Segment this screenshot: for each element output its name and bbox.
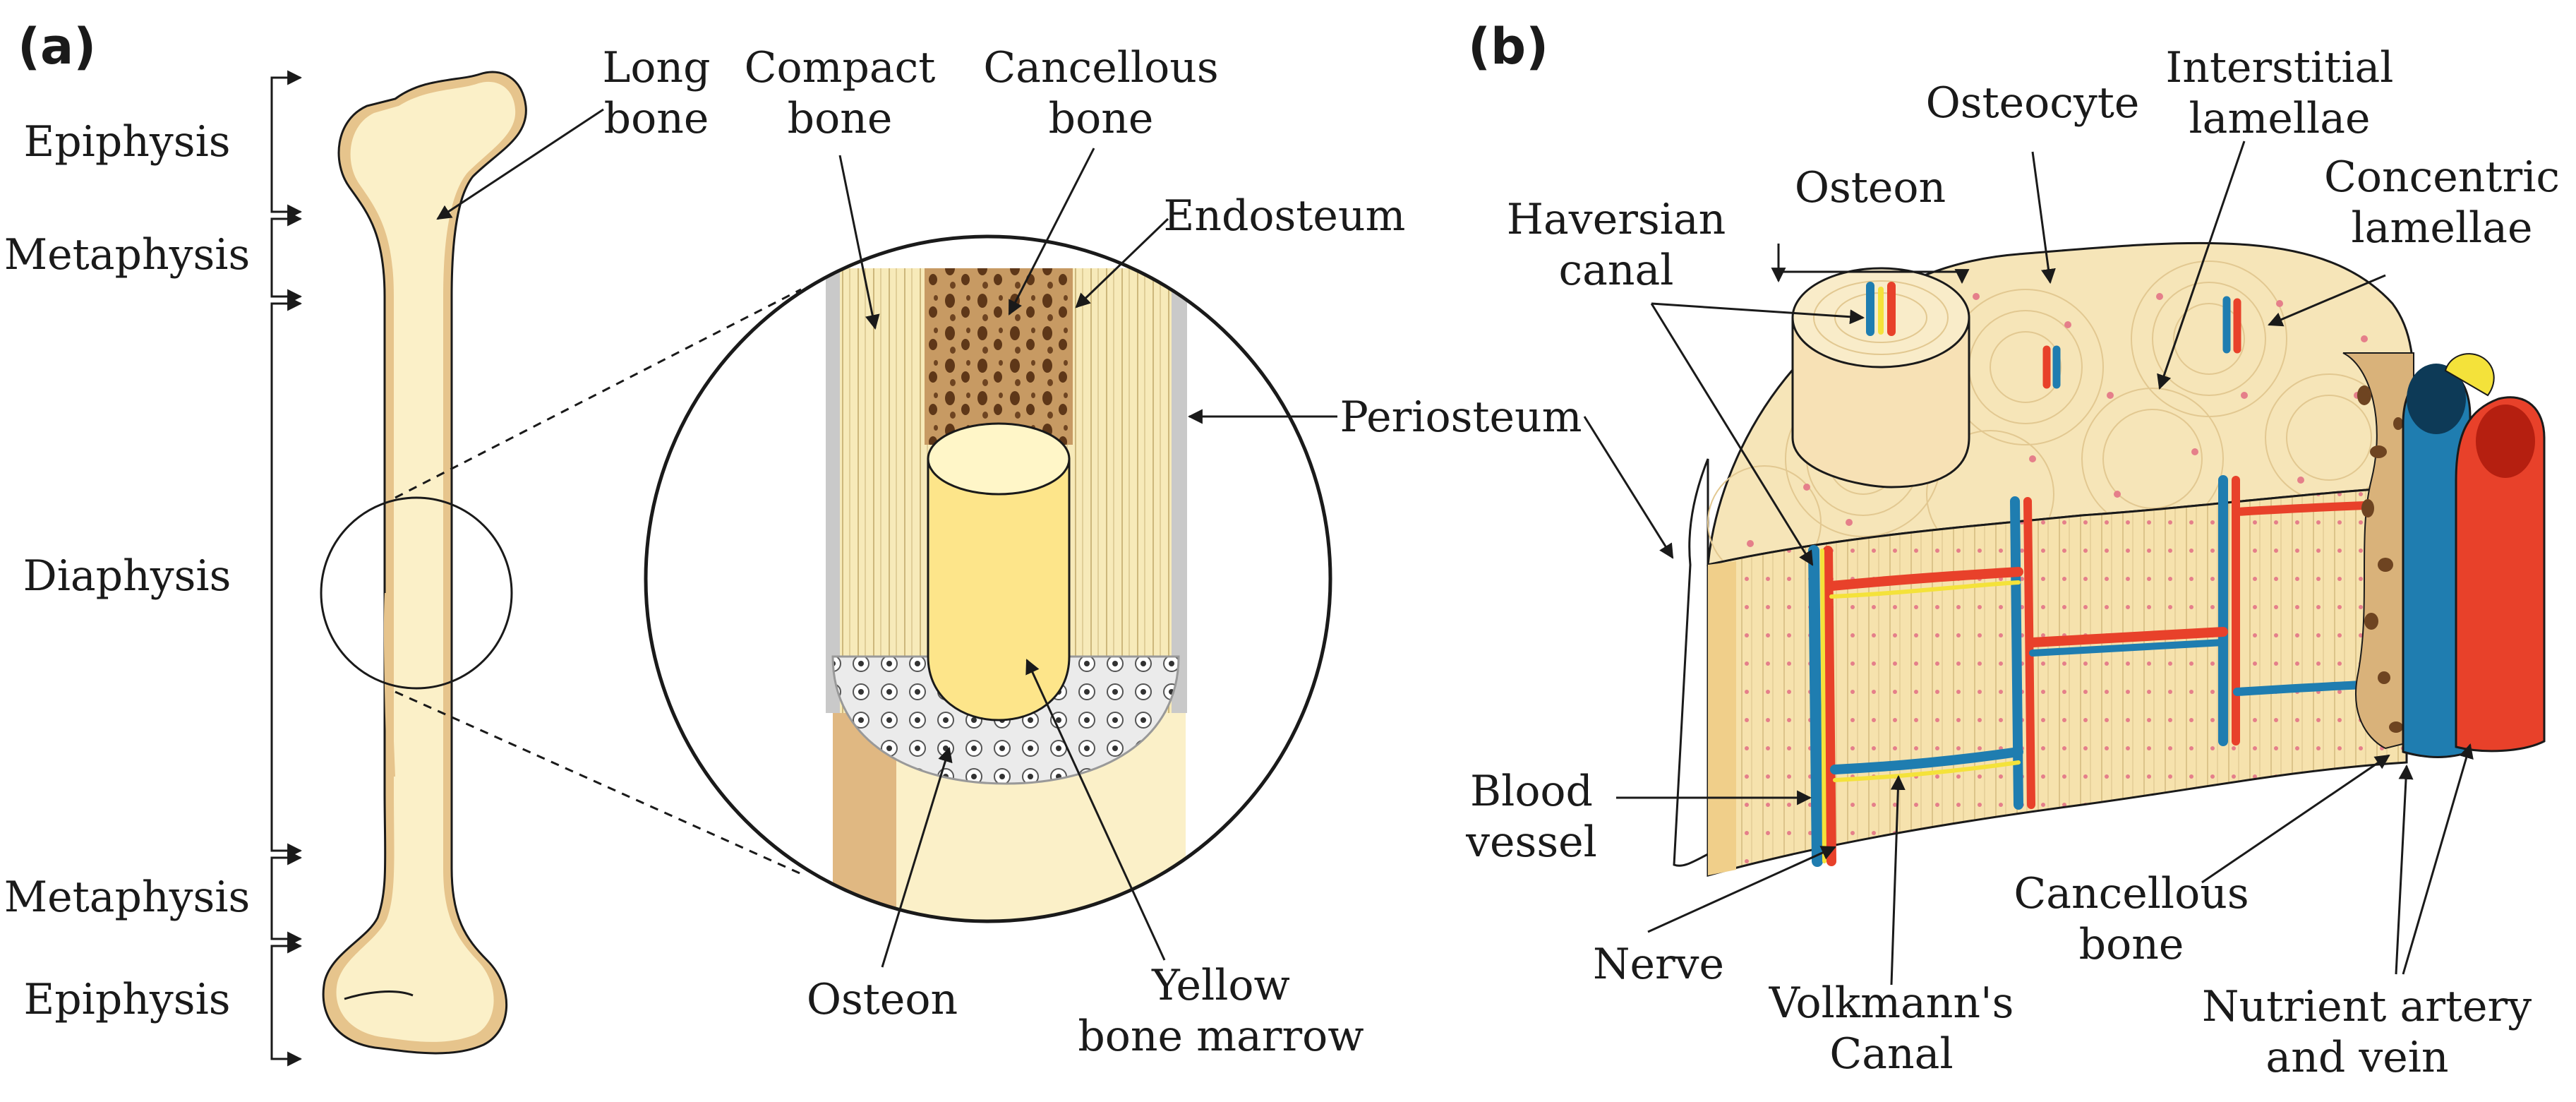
label-haversian-line1: Haversian	[1506, 195, 1726, 244]
label-compact-bone-line1: Compact	[744, 43, 936, 92]
label-blood-vessel: Blood vessel	[1454, 766, 1609, 868]
panel-b-tag: (b)	[1468, 18, 1549, 76]
label-cancellous-bone-b: Cancellous bone	[2004, 868, 2258, 970]
label-volkmann-line1: Volkmann's	[1769, 978, 2014, 1028]
region-epiphysis-bottom: Epiphysis	[23, 975, 231, 1024]
label-long-bone-line2: bone	[603, 94, 709, 143]
label-blood-vessel-line2: vessel	[1466, 817, 1597, 867]
region-metaphysis-top: Metaphysis	[4, 230, 251, 280]
panel-b-leaders	[1583, 140, 2474, 986]
cancellous-edge	[2342, 352, 2414, 750]
label-compact-bone-line2: bone	[787, 94, 893, 143]
region-metaphysis-bottom: Metaphysis	[4, 873, 251, 922]
bone-block-3d	[1673, 241, 2415, 877]
label-concentric-lamellae: Concentric lamellae	[2315, 152, 2569, 253]
label-concentric-line2: lamellae	[2351, 203, 2533, 253]
label-cancellous-b-line2: bone	[2078, 920, 2184, 969]
label-yellow-marrow-line1: Yellow	[1152, 961, 1290, 1010]
label-volkmann-canal: Volkmann's Canal	[1750, 978, 2033, 1079]
label-yellow-marrow: Yellow bone marrow	[1073, 960, 1369, 1062]
label-volkmann-line2: Canal	[1829, 1029, 1954, 1079]
region-diaphysis: Diaphysis	[23, 551, 231, 601]
label-cancellous-a-line1: Cancellous	[983, 43, 1219, 92]
label-periosteum: Periosteum	[1340, 393, 1582, 442]
label-haversian-canal: Haversian canal	[1489, 194, 1743, 296]
label-nutrient-artery-vein: Nutrient artery and vein	[2202, 981, 2532, 1083]
label-long-bone-line1: Long	[602, 43, 711, 92]
label-interstitial-lamellae: Interstitial lamellae	[2153, 42, 2407, 144]
label-interstitial-line1: Interstitial	[2165, 43, 2394, 92]
label-blood-vessel-line1: Blood	[1470, 767, 1593, 816]
label-nutrient-line1: Nutrient artery	[2202, 982, 2532, 1031]
region-epiphysis-top: Epiphysis	[23, 117, 231, 167]
label-haversian-line2: canal	[1558, 246, 1674, 295]
label-endosteum: Endosteum	[1163, 191, 1406, 241]
label-nerve: Nerve	[1592, 940, 1725, 989]
label-nutrient-line2: and vein	[2265, 1033, 2449, 1082]
zoom-source-circle	[320, 496, 513, 690]
label-cancellous-a-line2: bone	[1048, 94, 1154, 143]
label-osteocyte: Osteocyte	[1925, 78, 2140, 128]
label-compact-bone: Compact bone	[727, 42, 953, 144]
label-cancellous-bone-a: Cancellous bone	[974, 42, 1228, 144]
label-cancellous-b-line1: Cancellous	[2014, 869, 2249, 918]
label-yellow-marrow-line2: bone marrow	[1078, 1012, 1364, 1061]
label-osteon-b: Osteon	[1794, 163, 1946, 212]
panel-a-leaders	[436, 108, 1337, 968]
label-long-bone: Long bone	[586, 42, 727, 144]
magnified-bone-section	[646, 236, 1330, 921]
panel-a-tag: (a)	[18, 18, 97, 76]
haversian-vessels	[1866, 282, 2241, 389]
label-osteon-a: Osteon	[806, 975, 958, 1024]
volkmann-vessels	[1808, 475, 2369, 867]
region-brackets	[270, 70, 303, 1067]
label-interstitial-line2: lamellae	[2189, 94, 2371, 143]
label-concentric-line1: Concentric	[2323, 152, 2560, 202]
long-bone-shape	[322, 71, 527, 1055]
nutrient-vessels	[2402, 353, 2546, 758]
